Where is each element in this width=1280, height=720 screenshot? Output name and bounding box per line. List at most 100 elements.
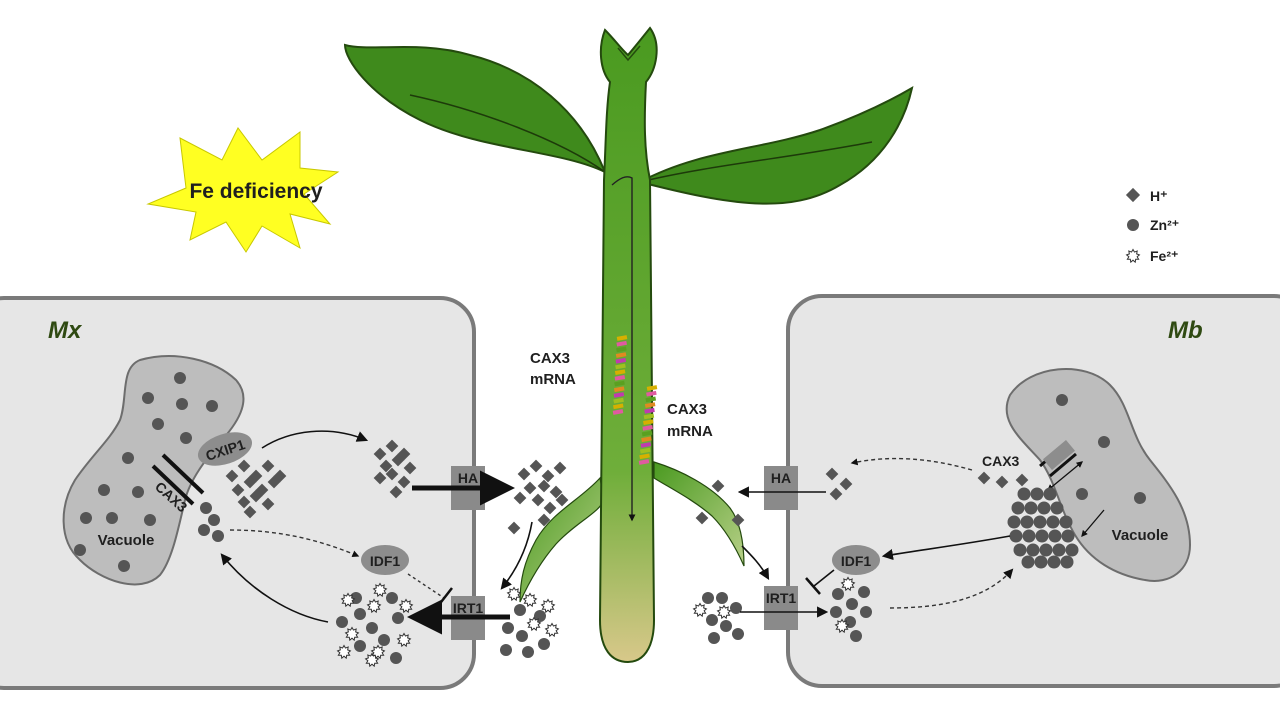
zn-ion-icon bbox=[122, 452, 134, 464]
legend-zn-label: Zn²⁺ bbox=[1150, 217, 1179, 233]
right-vacuole-label: Vacuole bbox=[1112, 527, 1169, 544]
mrna-segment bbox=[613, 386, 625, 393]
mrna-segment bbox=[615, 357, 627, 364]
right-leaf-vein bbox=[639, 141, 873, 183]
mrna-segment bbox=[638, 459, 650, 465]
zn-ion-icon bbox=[1013, 543, 1027, 557]
main-stem-root bbox=[598, 26, 658, 664]
zn-ion-icon bbox=[1034, 555, 1048, 569]
fe-ion-icon bbox=[526, 616, 542, 632]
right-cell-title: Mb bbox=[1168, 317, 1203, 344]
fe-ion-icon bbox=[522, 592, 538, 608]
mrna-segment bbox=[643, 419, 654, 425]
mrna-segment bbox=[612, 409, 624, 415]
mrna-segment bbox=[642, 425, 653, 431]
zn-ion-icon bbox=[212, 530, 224, 542]
zn-ion-icon bbox=[1048, 529, 1062, 543]
h-ion-icon bbox=[373, 471, 387, 485]
zn-ion-icon bbox=[1017, 487, 1031, 501]
left-arrow-mixture-to-vacuole bbox=[220, 553, 329, 623]
h-ion-icon bbox=[529, 459, 543, 473]
fe-ion-icon bbox=[506, 586, 522, 602]
h-ion-icon bbox=[513, 491, 527, 505]
mrna-segment bbox=[615, 352, 627, 358]
zn-ion-icon bbox=[1134, 492, 1146, 504]
zn-ion-icon bbox=[732, 628, 744, 640]
zn-ion-icon bbox=[1024, 501, 1038, 515]
zn-ion-icon bbox=[1020, 515, 1034, 529]
zn-ion-icon bbox=[80, 512, 92, 524]
h-ion-icon bbox=[695, 511, 709, 525]
left-vacuole-zn-group bbox=[74, 372, 218, 572]
zn-ion-icon bbox=[1056, 394, 1068, 406]
zn-ion-icon bbox=[152, 418, 164, 430]
legend-fe-label: Fe²⁺ bbox=[1150, 248, 1178, 264]
zn-ion-icon bbox=[336, 616, 348, 628]
zn-ion-icon bbox=[1030, 487, 1044, 501]
h-ion-icon bbox=[237, 495, 251, 509]
left-h-cluster-cytosol bbox=[373, 439, 417, 499]
fe-ion-icon bbox=[398, 598, 414, 614]
mrna-segment bbox=[614, 369, 626, 375]
mrna-segment bbox=[616, 340, 627, 347]
h-ion-icon bbox=[385, 439, 399, 453]
right-idf1-inhibit-bar bbox=[805, 577, 821, 595]
zn-ion-icon bbox=[180, 432, 192, 444]
fe-ion-icon bbox=[692, 602, 708, 618]
left-cax3-bar-1 bbox=[161, 453, 205, 495]
fe-deficiency-starburst: Fe deficiency bbox=[146, 127, 340, 253]
mrna-segment bbox=[641, 430, 653, 437]
zn-ion-icon bbox=[1021, 555, 1035, 569]
cax3-mrna-strand-upper bbox=[612, 335, 628, 415]
zn-ion-icon bbox=[1059, 515, 1073, 529]
right-vacuole bbox=[1005, 368, 1192, 582]
starburst-icon bbox=[146, 127, 340, 253]
left-cax3-bar-2 bbox=[151, 464, 195, 506]
rhizosphere-left-zn-fe bbox=[500, 586, 560, 658]
left-leaf-vein bbox=[409, 94, 606, 173]
h-ion-icon bbox=[523, 481, 537, 495]
fe-ion-icon bbox=[366, 598, 382, 614]
h-ion-icon bbox=[391, 453, 405, 467]
mrna-segment bbox=[646, 385, 658, 391]
zn-ion-icon bbox=[1009, 529, 1023, 543]
zn-ion-icon bbox=[144, 514, 156, 526]
zn-ion-icon bbox=[390, 652, 402, 664]
legend-h-diamond-icon bbox=[1125, 187, 1141, 203]
zn-ion-icon bbox=[354, 640, 366, 652]
mrna-segment bbox=[646, 390, 657, 397]
zn-ion-icon bbox=[514, 604, 526, 616]
zn-ion-icon bbox=[860, 606, 872, 618]
zn-ion-icon bbox=[850, 630, 862, 642]
h-ion-icon bbox=[711, 479, 725, 493]
legend-h-label: H⁺ bbox=[1150, 188, 1168, 204]
left-vacuole bbox=[62, 355, 245, 586]
left-cell-title: Mx bbox=[48, 317, 83, 344]
zn-ion-icon bbox=[74, 544, 86, 556]
h-ion-icon bbox=[543, 501, 557, 515]
mrna-left-label-line1: CAX3 bbox=[530, 350, 570, 367]
zn-ion-icon bbox=[1076, 488, 1088, 500]
right-cax3-label: CAX3 bbox=[982, 453, 1020, 469]
rhizosphere-right-zn-fe bbox=[692, 592, 744, 644]
mrna-right-label-line2: mRNA bbox=[667, 423, 713, 440]
left-cell: Mx Vacuole CAX3 CXIP1 HA IDF1 IRT1 bbox=[0, 296, 581, 690]
right-dashed-arrow-h bbox=[850, 457, 973, 471]
zn-ion-icon bbox=[1039, 543, 1053, 557]
zn-ion-icon bbox=[198, 524, 210, 536]
mrna-segment bbox=[643, 413, 655, 420]
mrna-segment bbox=[615, 363, 626, 370]
zn-ion-icon bbox=[1060, 555, 1074, 569]
left-irt1-label: IRT1 bbox=[453, 600, 484, 616]
zn-ion-icon bbox=[846, 598, 858, 610]
fe-ion-icon bbox=[340, 592, 356, 608]
zn-ion-icon bbox=[176, 398, 188, 410]
zn-ion-icon bbox=[1050, 501, 1064, 515]
left-vacuole-label: Vacuole bbox=[98, 532, 155, 549]
h-ion-icon bbox=[553, 461, 567, 475]
right-root-to-irt1-arrow bbox=[741, 545, 770, 580]
fe-ion-icon bbox=[840, 576, 856, 592]
zn-ion-icon bbox=[1098, 436, 1110, 448]
zn-ion-icon bbox=[522, 646, 534, 658]
right-vacuole-import-arrow bbox=[1081, 509, 1105, 537]
